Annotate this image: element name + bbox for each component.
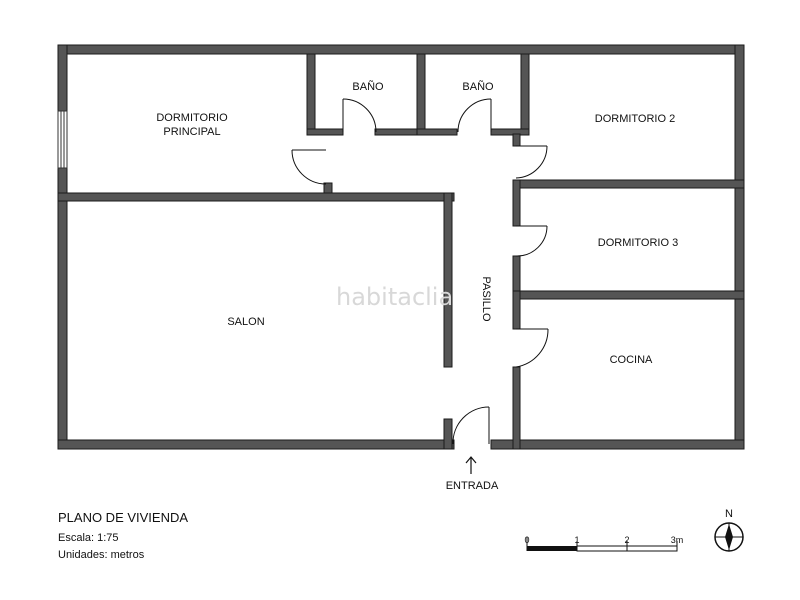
wall-outer-bottom-left bbox=[57, 439, 455, 450]
wall-bed3-left-upper bbox=[512, 179, 521, 227]
room-label-dormitorio-principal-line2: PRINCIPAL bbox=[163, 126, 220, 138]
door-entrance bbox=[452, 406, 490, 445]
wall-bed3-bottom bbox=[512, 290, 745, 300]
wall-outer-top bbox=[57, 44, 745, 55]
plan-title: PLANO DE VIVIENDA bbox=[58, 510, 189, 525]
room-label-salon: SALON bbox=[227, 316, 264, 328]
wall-bath2-bottom-a bbox=[416, 128, 458, 136]
wall-salon-right-stub bbox=[443, 418, 453, 450]
watermark: habitaclia bbox=[336, 283, 453, 311]
door-bedroom2 bbox=[515, 145, 548, 179]
window-master-bedroom bbox=[57, 110, 68, 169]
wall-bed2-left-upper bbox=[512, 133, 521, 147]
room-label-pasillo: PASILLO bbox=[480, 276, 492, 321]
room-label-bano-2: BAÑO bbox=[462, 80, 494, 93]
wall-bath1-left bbox=[306, 53, 316, 135]
wall-bath-divider bbox=[416, 53, 426, 135]
wall-outer-left-lower bbox=[57, 167, 68, 450]
scale-segment-3 bbox=[626, 545, 678, 552]
room-label-dormitorio-2: DORMITORIO 2 bbox=[595, 113, 675, 125]
room-label-dormitorio-principal-line1: DORMITORIO bbox=[156, 112, 228, 124]
wall-bath1-bottom-a bbox=[306, 128, 344, 136]
entrance-arrow bbox=[465, 456, 477, 474]
plan-scale: Escala: 1:75 bbox=[58, 532, 119, 544]
wall-outer-bottom-right bbox=[490, 439, 745, 450]
scale-segment-1 bbox=[527, 546, 577, 551]
room-label-bano-1: BAÑO bbox=[352, 80, 384, 93]
scale-tick-0: 0 bbox=[524, 535, 529, 545]
wall-bed2-bottom bbox=[512, 179, 745, 189]
north-label: N bbox=[725, 508, 733, 520]
scale-bar: 0 1 2 3m bbox=[524, 535, 684, 552]
door-kitchen bbox=[515, 328, 549, 368]
wall-bath2-bottom-b bbox=[490, 128, 530, 136]
scale-tick-1: 1 bbox=[574, 535, 579, 545]
door-master-bedroom bbox=[291, 149, 327, 185]
plan-units: Unidades: metros bbox=[58, 549, 145, 561]
wall-kitchen-left-upper bbox=[512, 290, 521, 330]
wall-master-salon-divider bbox=[57, 192, 455, 202]
room-label-cocina: COCINA bbox=[610, 354, 653, 366]
entrance-label: ENTRADA bbox=[446, 480, 499, 492]
wall-bath2-right bbox=[520, 53, 530, 135]
wall-bed3-left-lower bbox=[512, 255, 521, 297]
scale-tick-3m: 3m bbox=[671, 535, 684, 545]
door-bath1 bbox=[342, 98, 377, 133]
north-arrow-icon: N bbox=[714, 508, 744, 552]
wall-salon-right bbox=[443, 192, 453, 368]
scale-tick-2: 2 bbox=[624, 535, 629, 545]
wall-outer-right bbox=[734, 44, 745, 450]
doors bbox=[291, 98, 549, 445]
door-bath2 bbox=[457, 98, 492, 133]
scale-segment-2 bbox=[576, 545, 628, 552]
wall-kitchen-left-lower bbox=[512, 366, 521, 450]
door-bedroom3 bbox=[515, 225, 548, 257]
room-label-dormitorio-3: DORMITORIO 3 bbox=[598, 237, 678, 249]
walls bbox=[57, 44, 745, 450]
wall-outer-left-upper bbox=[57, 44, 68, 112]
room-labels: DORMITORIO PRINCIPAL BAÑO BAÑO DORMITORI… bbox=[156, 80, 678, 366]
